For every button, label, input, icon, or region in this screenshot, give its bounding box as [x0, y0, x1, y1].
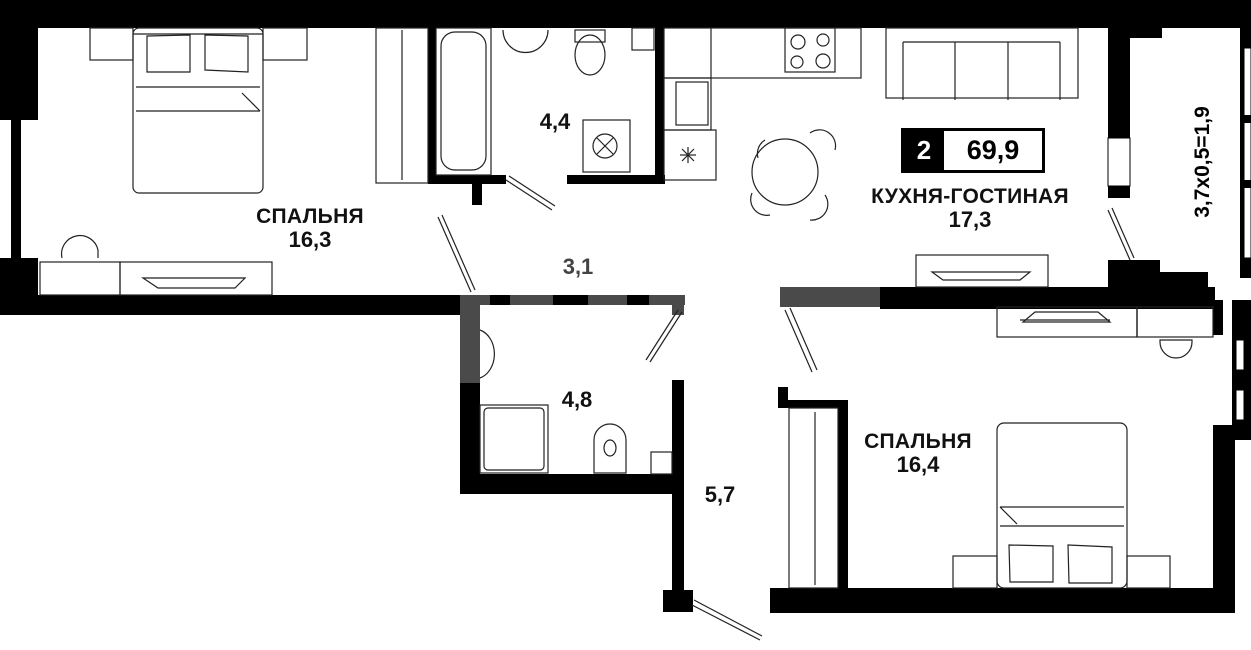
room-label-kitchen-living: КУХНЯ-ГОСТИНАЯ 17,3: [855, 185, 1085, 232]
tv-icon: [930, 271, 1032, 281]
fridge-icon: [663, 129, 717, 181]
bedroom-2-furniture: [952, 306, 1214, 589]
room-area-corridor: 3,1: [562, 254, 594, 279]
door-balcony: [1107, 207, 1135, 261]
toilet-icon: [574, 34, 606, 76]
dining-table: [751, 138, 819, 206]
shower-tray: [479, 404, 549, 474]
pillow: [1067, 544, 1113, 584]
nightstand-left: [89, 27, 134, 61]
stove-icon: [784, 27, 836, 73]
room-name: СПАЛЬНЯ: [864, 430, 972, 453]
pillow: [146, 34, 191, 73]
room-area: 16,3: [288, 227, 332, 253]
tv-icon: [1021, 311, 1112, 323]
sink-icon: [479, 329, 495, 379]
nightstand-left: [952, 555, 998, 589]
chair: [1159, 339, 1193, 359]
toilet-icon: [593, 423, 627, 474]
chair: [60, 234, 99, 259]
room-label-balcony: 3,7x0,5=1,9: [1191, 106, 1214, 218]
door-bedroom-1: [437, 214, 476, 293]
bedroom-1-furniture: [39, 27, 429, 296]
washing-machine-icon: [582, 119, 631, 173]
nightstand-right: [1126, 555, 1171, 589]
doors: [437, 175, 1135, 641]
room-label-bedroom-1: СПАЛЬНЯ 16,3: [240, 205, 380, 252]
door-entrance: [691, 599, 763, 641]
double-bed: [996, 422, 1128, 589]
tv-stand: [119, 261, 273, 296]
kitchen-furniture: [663, 27, 1079, 288]
tv-stand: [915, 254, 1049, 288]
kitchen-sink: [663, 77, 712, 131]
bathtub: [435, 27, 492, 176]
room-area: 16,4: [896, 452, 940, 478]
desk: [1136, 306, 1214, 338]
total-area: 69,9: [944, 131, 1042, 170]
pillow: [204, 34, 249, 73]
bathroom-2-fixtures: [479, 329, 673, 475]
pillow: [1008, 544, 1054, 583]
door-bedroom-2: [784, 307, 818, 373]
desk: [39, 261, 121, 296]
sofa: [885, 27, 1079, 99]
double-bed: [132, 27, 264, 194]
room-area-hallway: 5,7: [704, 482, 736, 507]
wardrobe: [375, 27, 429, 184]
room-label-bedroom-2: СПАЛЬНЯ 16,4: [848, 430, 988, 477]
room-name: КУХНЯ-ГОСТИНАЯ: [871, 185, 1069, 208]
door-bath-1: [505, 175, 556, 211]
room-area-bathroom-2: 4,8: [561, 387, 593, 412]
door-bath-2: [645, 309, 683, 363]
hallway-wardrobe: [788, 407, 839, 589]
apartment-badge: 2 69,9: [901, 128, 1045, 173]
rooms-count: 2: [904, 131, 944, 170]
room-area-bathroom-1: 4,4: [539, 109, 571, 134]
room-area: 17,3: [948, 207, 992, 233]
sink-icon: [502, 29, 549, 54]
room-name: СПАЛЬНЯ: [256, 205, 364, 228]
bathroom-1-fixtures: [435, 27, 655, 176]
walls: [0, 0, 1251, 613]
tv-icon: [141, 277, 247, 289]
nightstand-right: [262, 27, 308, 61]
kitchen-counter: [663, 27, 862, 79]
